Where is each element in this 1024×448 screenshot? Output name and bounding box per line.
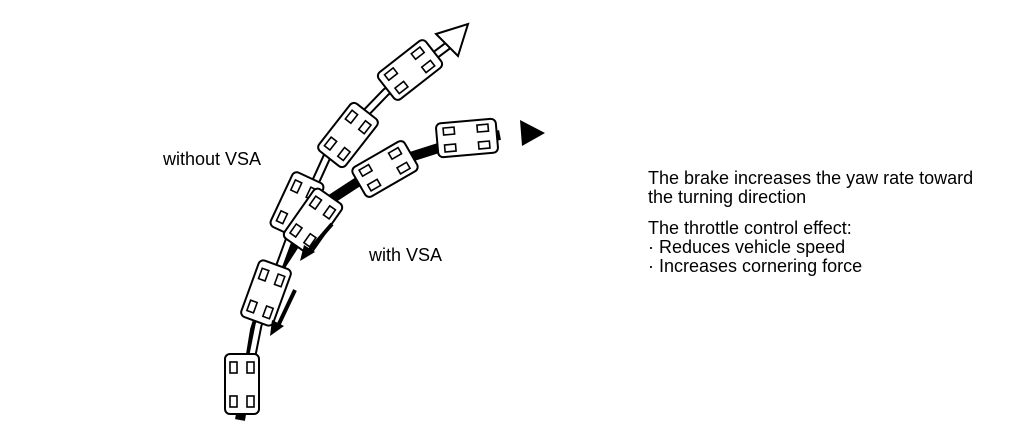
throttle-effect-item-speed: · Reduces vehicle speed xyxy=(648,237,846,257)
throttle-effect-title: The throttle control effect: xyxy=(648,218,852,238)
without-vsa-arrow-head xyxy=(434,22,470,58)
brake-arrow-2 xyxy=(300,222,334,261)
car-start xyxy=(224,353,260,415)
with-vsa-arrow-head xyxy=(520,120,545,146)
throttle-effect-item-cornering: · Increases cornering force xyxy=(648,256,863,276)
car-with-vsa-4 xyxy=(434,117,500,159)
description-text: The brake increases the yaw rate toward … xyxy=(648,169,973,276)
brake-effect-line-2: the turning direction xyxy=(648,187,807,207)
brake-arrow-1 xyxy=(270,289,297,336)
with-vsa-label: with VSA xyxy=(369,245,443,265)
brake-effect-line-1: The brake increases the yaw rate toward xyxy=(648,168,974,188)
car-with-vsa-3 xyxy=(349,138,421,200)
without-vsa-label: without VSA xyxy=(163,149,262,169)
